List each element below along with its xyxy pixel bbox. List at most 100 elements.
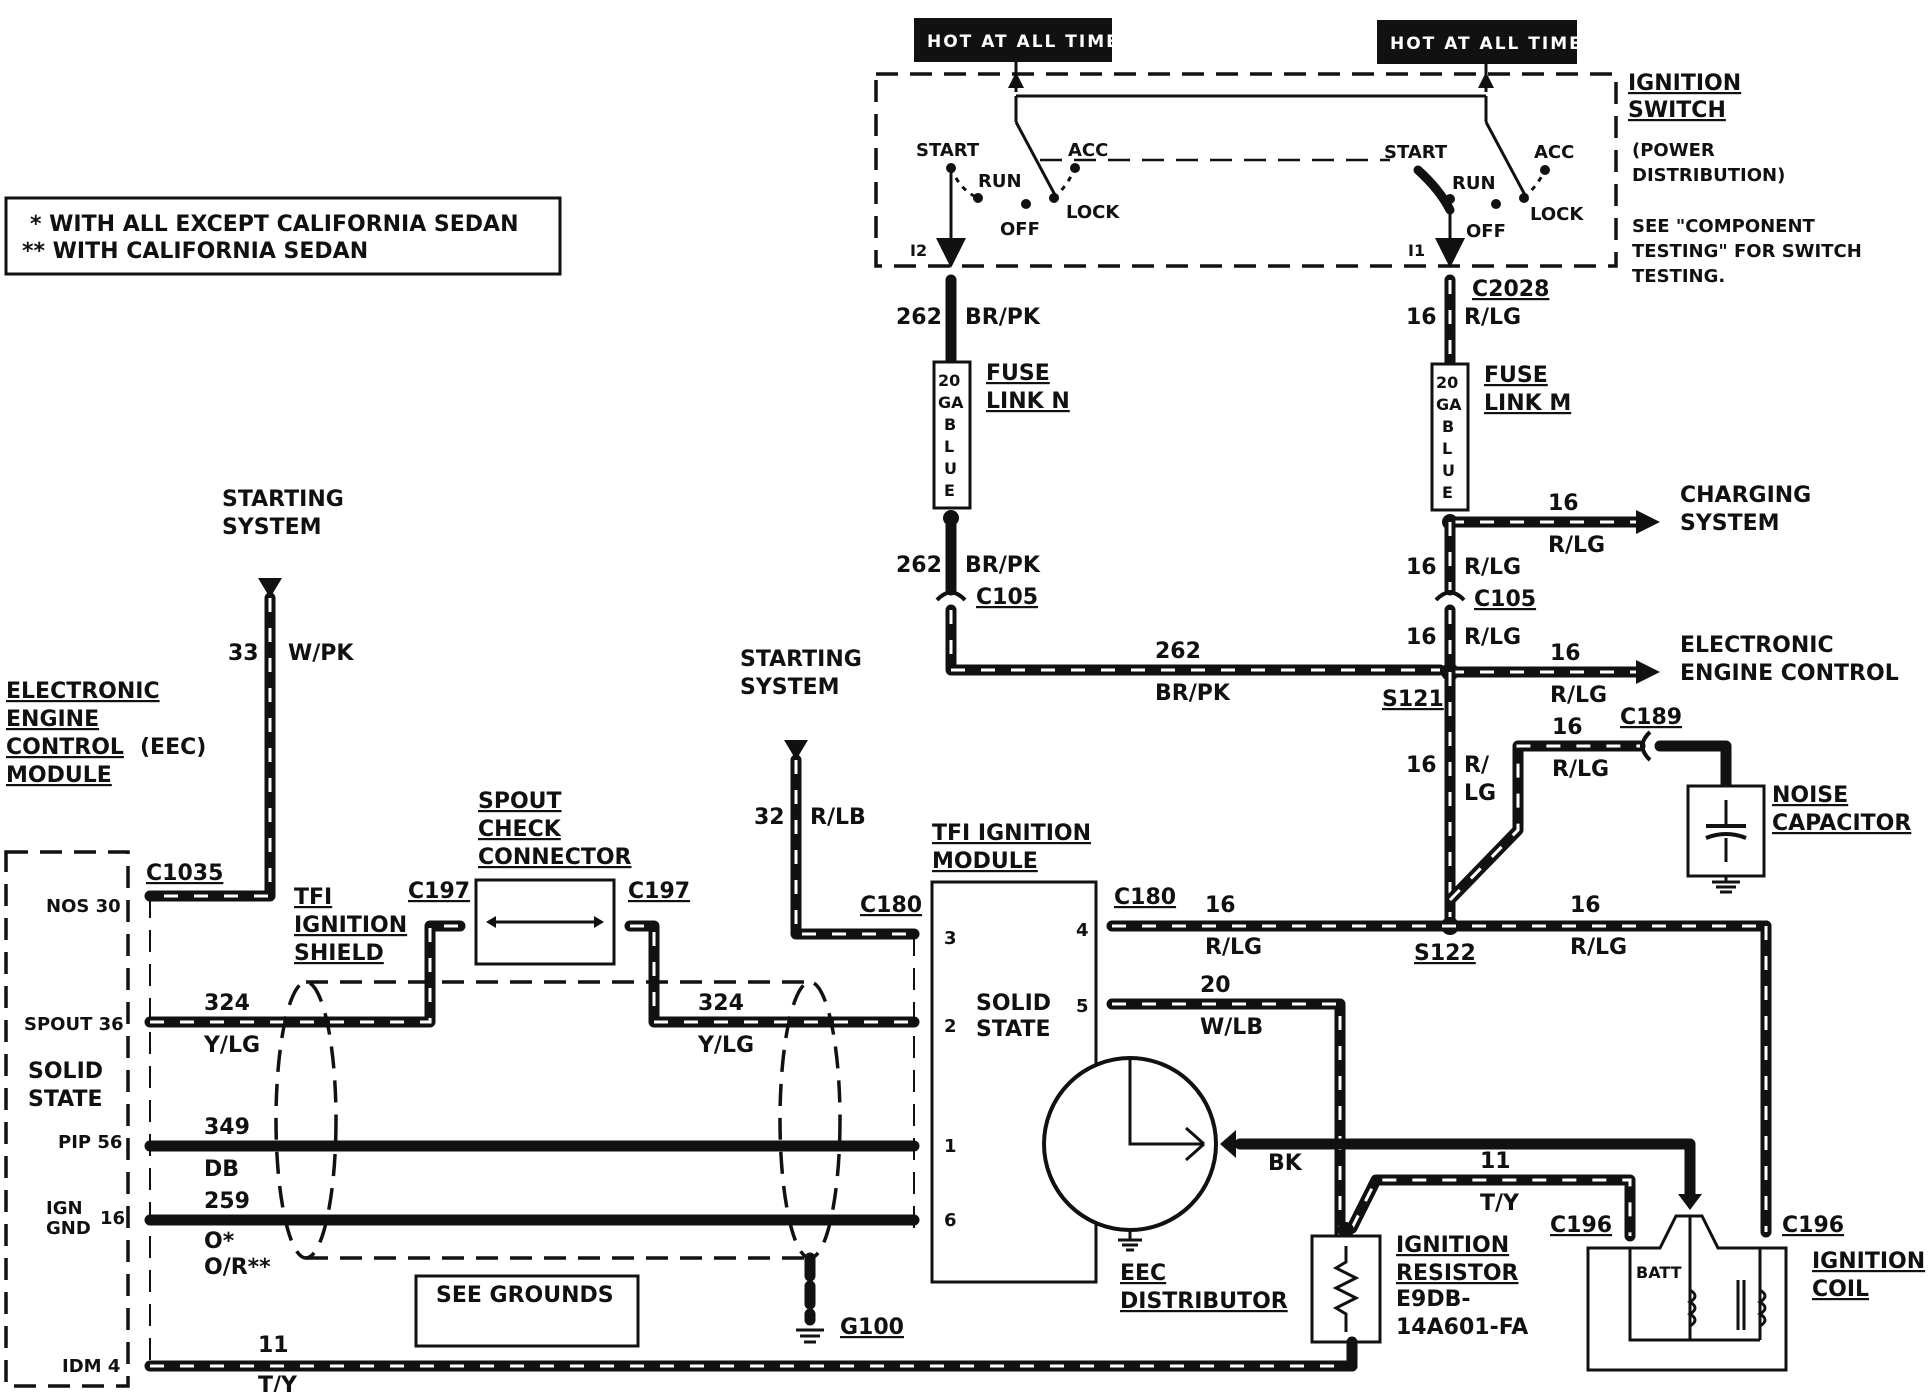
eec-module: ELECTRONIC ENGINE CONTROL (EEC) MODULE N…	[4, 679, 206, 1388]
svg-text:S122: S122	[1414, 941, 1476, 966]
svg-text:U: U	[944, 459, 957, 478]
svg-text:ENGINE: ENGINE	[6, 707, 99, 732]
svg-text:GND: GND	[46, 1218, 91, 1239]
ignition-switch-see3: TESTING.	[1632, 266, 1725, 287]
svg-text:BR/PK: BR/PK	[1155, 681, 1231, 706]
svg-text:C196: C196	[1782, 1213, 1844, 1238]
spout-circuit: 324 Y/LG C197 SPOUT CHECK CONNECTOR C197…	[144, 789, 1358, 1392]
svg-text:COIL: COIL	[1812, 1277, 1869, 1302]
fuse-link-m-title2: LINK M	[1484, 391, 1571, 416]
svg-text:S121: S121	[1382, 687, 1444, 712]
svg-text:R/LG: R/LG	[1552, 757, 1609, 782]
switch-i2: I2	[910, 241, 927, 260]
switch-lock-right: LOCK	[1530, 204, 1584, 225]
switch-lock-left: LOCK	[1066, 202, 1120, 223]
svg-text:1: 1	[944, 1136, 957, 1157]
svg-text:20: 20	[1436, 373, 1458, 392]
svg-text:16: 16	[1550, 641, 1581, 666]
svg-text:B: B	[1442, 417, 1454, 436]
svg-text:33: 33	[228, 641, 259, 666]
svg-text:O/R**: O/R**	[204, 1255, 271, 1280]
switch-acc-right: ACC	[1534, 142, 1574, 163]
svg-text:SOLID: SOLID	[976, 991, 1051, 1016]
svg-text:262: 262	[896, 553, 942, 578]
svg-text:W/PK: W/PK	[288, 641, 354, 666]
svg-text:NOS 30: NOS 30	[46, 896, 121, 917]
svg-text:16: 16	[1548, 491, 1579, 516]
svg-text:RESISTOR: RESISTOR	[1396, 1261, 1519, 1286]
svg-text:ENGINE CONTROL: ENGINE CONTROL	[1680, 661, 1899, 686]
ignition-switch-note1: (POWER	[1632, 140, 1715, 161]
svg-text:CONTROL: CONTROL	[6, 735, 124, 760]
switch-i1: I1	[1408, 241, 1425, 260]
c2028: C2028	[1472, 277, 1549, 302]
svg-text:STARTING: STARTING	[222, 487, 344, 512]
starting-system-right: STARTING SYSTEM 32 R/LB C180	[740, 647, 922, 1230]
svg-text:SYSTEM: SYSTEM	[222, 515, 322, 540]
svg-text:STARTING: STARTING	[740, 647, 862, 672]
svg-text:IGNITION: IGNITION	[294, 913, 407, 938]
svg-text:16: 16	[1406, 305, 1437, 330]
svg-text:16: 16	[1406, 625, 1437, 650]
ignition-switch-see2: TESTING" FOR SWITCH	[1632, 241, 1862, 262]
svg-text:TFI: TFI	[294, 885, 332, 910]
c105-left: C105	[976, 585, 1038, 610]
svg-text:W/LB: W/LB	[1200, 1015, 1263, 1040]
switch-run-left: RUN	[978, 171, 1022, 192]
svg-text:IDM 4: IDM 4	[62, 1356, 120, 1377]
svg-text:SYSTEM: SYSTEM	[740, 675, 840, 700]
svg-text:20: 20	[1200, 973, 1231, 998]
svg-text:SPOUT 36: SPOUT 36	[24, 1014, 124, 1035]
svg-text:ELECTRONIC: ELECTRONIC	[1680, 633, 1834, 658]
svg-text:16: 16	[1406, 555, 1437, 580]
svg-text:L: L	[944, 437, 954, 456]
legend-line1: * WITH ALL EXCEPT CALIFORNIA SEDAN	[30, 212, 519, 237]
svg-text:R/LG: R/LG	[1464, 625, 1521, 650]
ignition-coil: C196 C196 BATT IGNITION COIL	[1550, 1213, 1925, 1372]
svg-text:349: 349	[204, 1115, 250, 1140]
svg-text:U: U	[1442, 461, 1455, 480]
svg-text:C196: C196	[1550, 1213, 1612, 1238]
c105-right: C105	[1474, 587, 1536, 612]
switch-run-right: RUN	[1452, 173, 1496, 194]
noise-capacitor	[1686, 784, 1766, 878]
see-grounds-box	[414, 1274, 640, 1348]
fuse-link-n-title2: LINK N	[986, 389, 1070, 414]
svg-text:R/LG: R/LG	[1464, 555, 1521, 580]
svg-text:14A601-FA: 14A601-FA	[1396, 1315, 1528, 1340]
svg-text:DISTRIBUTOR: DISTRIBUTOR	[1120, 1289, 1288, 1314]
svg-text:R/LG: R/LG	[1570, 935, 1627, 960]
legend-box: * WITH ALL EXCEPT CALIFORNIA SEDAN ** WI…	[4, 196, 562, 276]
switch-acc-left: ACC	[1068, 140, 1108, 161]
svg-text:4: 4	[1076, 920, 1089, 941]
switch-start-right: START	[1384, 142, 1448, 163]
svg-text:GA: GA	[938, 393, 964, 412]
ignition-switch: HOT AT ALL TIMES HOT AT ALL TIMES START …	[874, 18, 1862, 287]
svg-text:2: 2	[944, 1016, 957, 1037]
svg-text:E9DB-: E9DB-	[1396, 1287, 1471, 1312]
svg-text:ELECTRONIC: ELECTRONIC	[6, 679, 160, 704]
svg-text:G100: G100	[840, 1315, 904, 1340]
svg-text:324: 324	[204, 991, 250, 1016]
svg-text:L: L	[1442, 439, 1452, 458]
svg-text:16: 16	[1552, 715, 1583, 740]
svg-text:BR/PK: BR/PK	[965, 553, 1041, 578]
svg-text:EEC: EEC	[1120, 1261, 1166, 1286]
svg-text:R/: R/	[1464, 753, 1490, 778]
svg-text:20: 20	[938, 371, 960, 390]
svg-text:SEE GROUNDS: SEE GROUNDS	[436, 1283, 614, 1308]
ignition-switch-title2: SWITCH	[1628, 98, 1726, 123]
svg-text:TFI IGNITION: TFI IGNITION	[932, 821, 1091, 846]
svg-text:NOISE: NOISE	[1772, 783, 1848, 808]
svg-text:LG: LG	[1464, 781, 1496, 806]
svg-text:6: 6	[944, 1210, 957, 1231]
ignition-switch-box	[874, 72, 1618, 268]
svg-text:MODULE: MODULE	[6, 763, 112, 788]
starting-system-left: STARTING SYSTEM 33 W/PK C1035	[144, 487, 354, 902]
svg-text:C197: C197	[408, 879, 470, 904]
svg-text:16: 16	[1570, 893, 1601, 918]
ignition-switch-title1: IGNITION	[1628, 71, 1741, 96]
svg-text:C197: C197	[628, 879, 690, 904]
svg-text:C1035: C1035	[146, 861, 223, 886]
